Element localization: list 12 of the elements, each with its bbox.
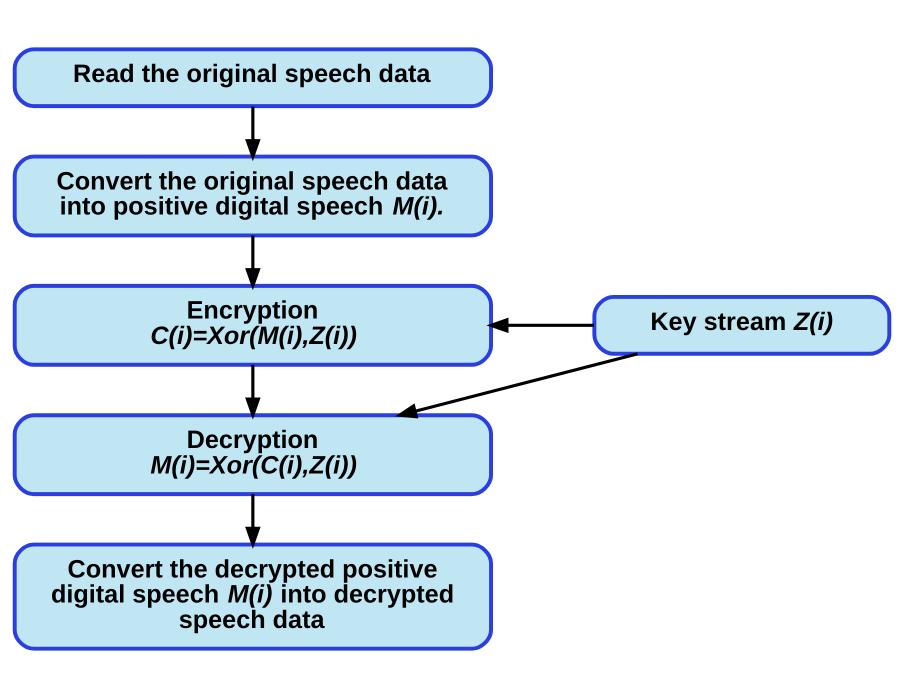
arrow xyxy=(395,352,638,418)
arrow xyxy=(245,234,261,290)
node-box: Decryption M(i)=Xor(C(i),Z(i)) xyxy=(12,412,494,496)
node-box: Encryption C(i)=Xor(M(i),Z(i)) xyxy=(12,283,494,366)
node-box: Convert the original speech data into positive digital speech M(i). xyxy=(12,154,494,237)
node-box: Read the original speech data xyxy=(12,46,494,108)
arrow xyxy=(245,364,261,420)
arrow xyxy=(245,106,261,161)
node-box: Key stream Z(i) xyxy=(592,294,892,356)
node-box: Convert the decrypted positive digital speech M(i) into decrypted speech data xyxy=(12,542,494,650)
arrow xyxy=(486,317,594,333)
arrow xyxy=(245,494,261,548)
